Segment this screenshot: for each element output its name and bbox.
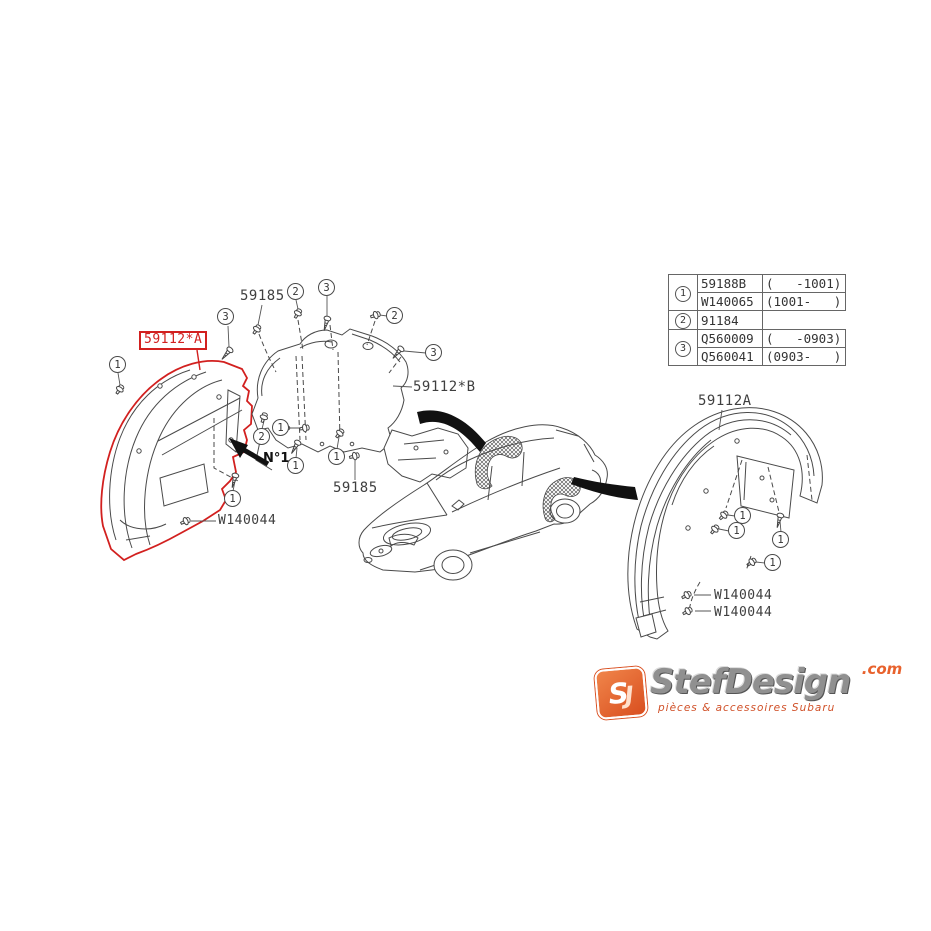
label-w140044-right-1: W140044 [714, 588, 773, 603]
part-front-liner-highlight [100, 349, 253, 562]
parts-reference-table: 1 59188B ( -1001) W140065 (1001- ) 2 911… [668, 274, 846, 366]
clip-icon [679, 589, 694, 602]
date-range-cell: (1001- ) [762, 292, 846, 311]
table-row: 1 59188B ( -1001) [668, 274, 846, 311]
rear-location-arrow [571, 477, 638, 500]
car-illustration [358, 424, 608, 581]
callout-marker-3: 3 [425, 344, 442, 361]
leader-lines [117, 296, 782, 612]
label-note-no1: N°1 [263, 451, 290, 466]
callout-marker-3: 3 [217, 308, 234, 325]
front-location-arrow [417, 410, 486, 452]
label-part-59112A-rear: 59112A [698, 393, 752, 409]
label-w140044-right-2: W140044 [714, 605, 773, 620]
stefdesign-logo-icon: S J [593, 665, 649, 721]
part-number-cell: Q560009 [697, 329, 763, 348]
table-row: Q560041 (0903- ) [669, 347, 846, 366]
table-row: W140065 (1001- ) [669, 292, 846, 311]
clip-icon [113, 382, 127, 397]
part-number-cell: 91184 [697, 310, 763, 330]
label-59185-mid: 59185 [333, 480, 378, 496]
logo-mark-letter: J [623, 680, 635, 710]
callout-marker-3: 3 [318, 279, 335, 296]
clip-icon [716, 508, 731, 523]
callout-marker-2: 2 [287, 283, 304, 300]
clip-icon [250, 322, 264, 337]
label-part-59112B: 59112*B [413, 379, 476, 395]
label-part-59112A-front-highlighted: 59112*A [139, 331, 208, 350]
callout-marker-1: 1 [772, 531, 789, 548]
callout-marker-1: 1 [328, 448, 345, 465]
callout-marker-1: 1 [764, 554, 781, 571]
front-liner-location-hatch [474, 436, 523, 490]
date-range-cell: ( -1001) [762, 274, 846, 293]
part-rear-liner [627, 407, 823, 640]
table-ref-badge: 3 [675, 340, 691, 357]
table-row: 3 Q560009 ( -0903) [668, 329, 846, 366]
note-arrow-shaft [242, 447, 270, 467]
part-number-cell: 59188B [697, 274, 763, 293]
callout-marker-1: 1 [728, 522, 745, 539]
label-59185-top: 59185 [240, 288, 285, 304]
part-number-cell: W140065 [697, 292, 763, 311]
clip-icon [369, 309, 382, 321]
date-range-cell: (0903- ) [762, 347, 846, 366]
clip-icon [680, 605, 695, 618]
logo-tld: .com [861, 660, 903, 678]
clip-icon [291, 306, 304, 321]
stefdesign-logo: S J StefDesign .com pièces & accessoires… [593, 660, 902, 724]
table-row: 2 91184 [668, 310, 846, 330]
callout-marker-2: 2 [253, 428, 270, 445]
screw-icon [320, 314, 332, 333]
date-range-cell: ( -0903) [762, 329, 846, 348]
note-arrow-head [229, 438, 248, 458]
callout-marker-1: 1 [109, 356, 126, 373]
logo-name: StefDesign [650, 662, 851, 702]
clip-icon [708, 522, 722, 537]
empty-cell [763, 311, 846, 330]
table-ref-badge: 1 [675, 285, 691, 302]
callout-marker-2: 2 [386, 307, 403, 324]
callout-marker-1: 1 [224, 490, 241, 507]
part-number-cell: Q560041 [697, 347, 763, 366]
logo-tagline: pièces & accessoires Subaru [658, 702, 836, 714]
screw-icon [218, 345, 235, 363]
logo-text: StefDesign .com pièces & accessoires Sub… [650, 660, 902, 714]
callout-marker-1: 1 [272, 419, 289, 436]
rear-liner-location-hatch [542, 477, 581, 523]
clip-icon [348, 450, 361, 462]
label-w140044-left: W140044 [218, 513, 277, 528]
table-ref-badge: 2 [675, 313, 691, 329]
callout-marker-1: 1 [287, 457, 304, 474]
location-arrows [229, 410, 638, 500]
